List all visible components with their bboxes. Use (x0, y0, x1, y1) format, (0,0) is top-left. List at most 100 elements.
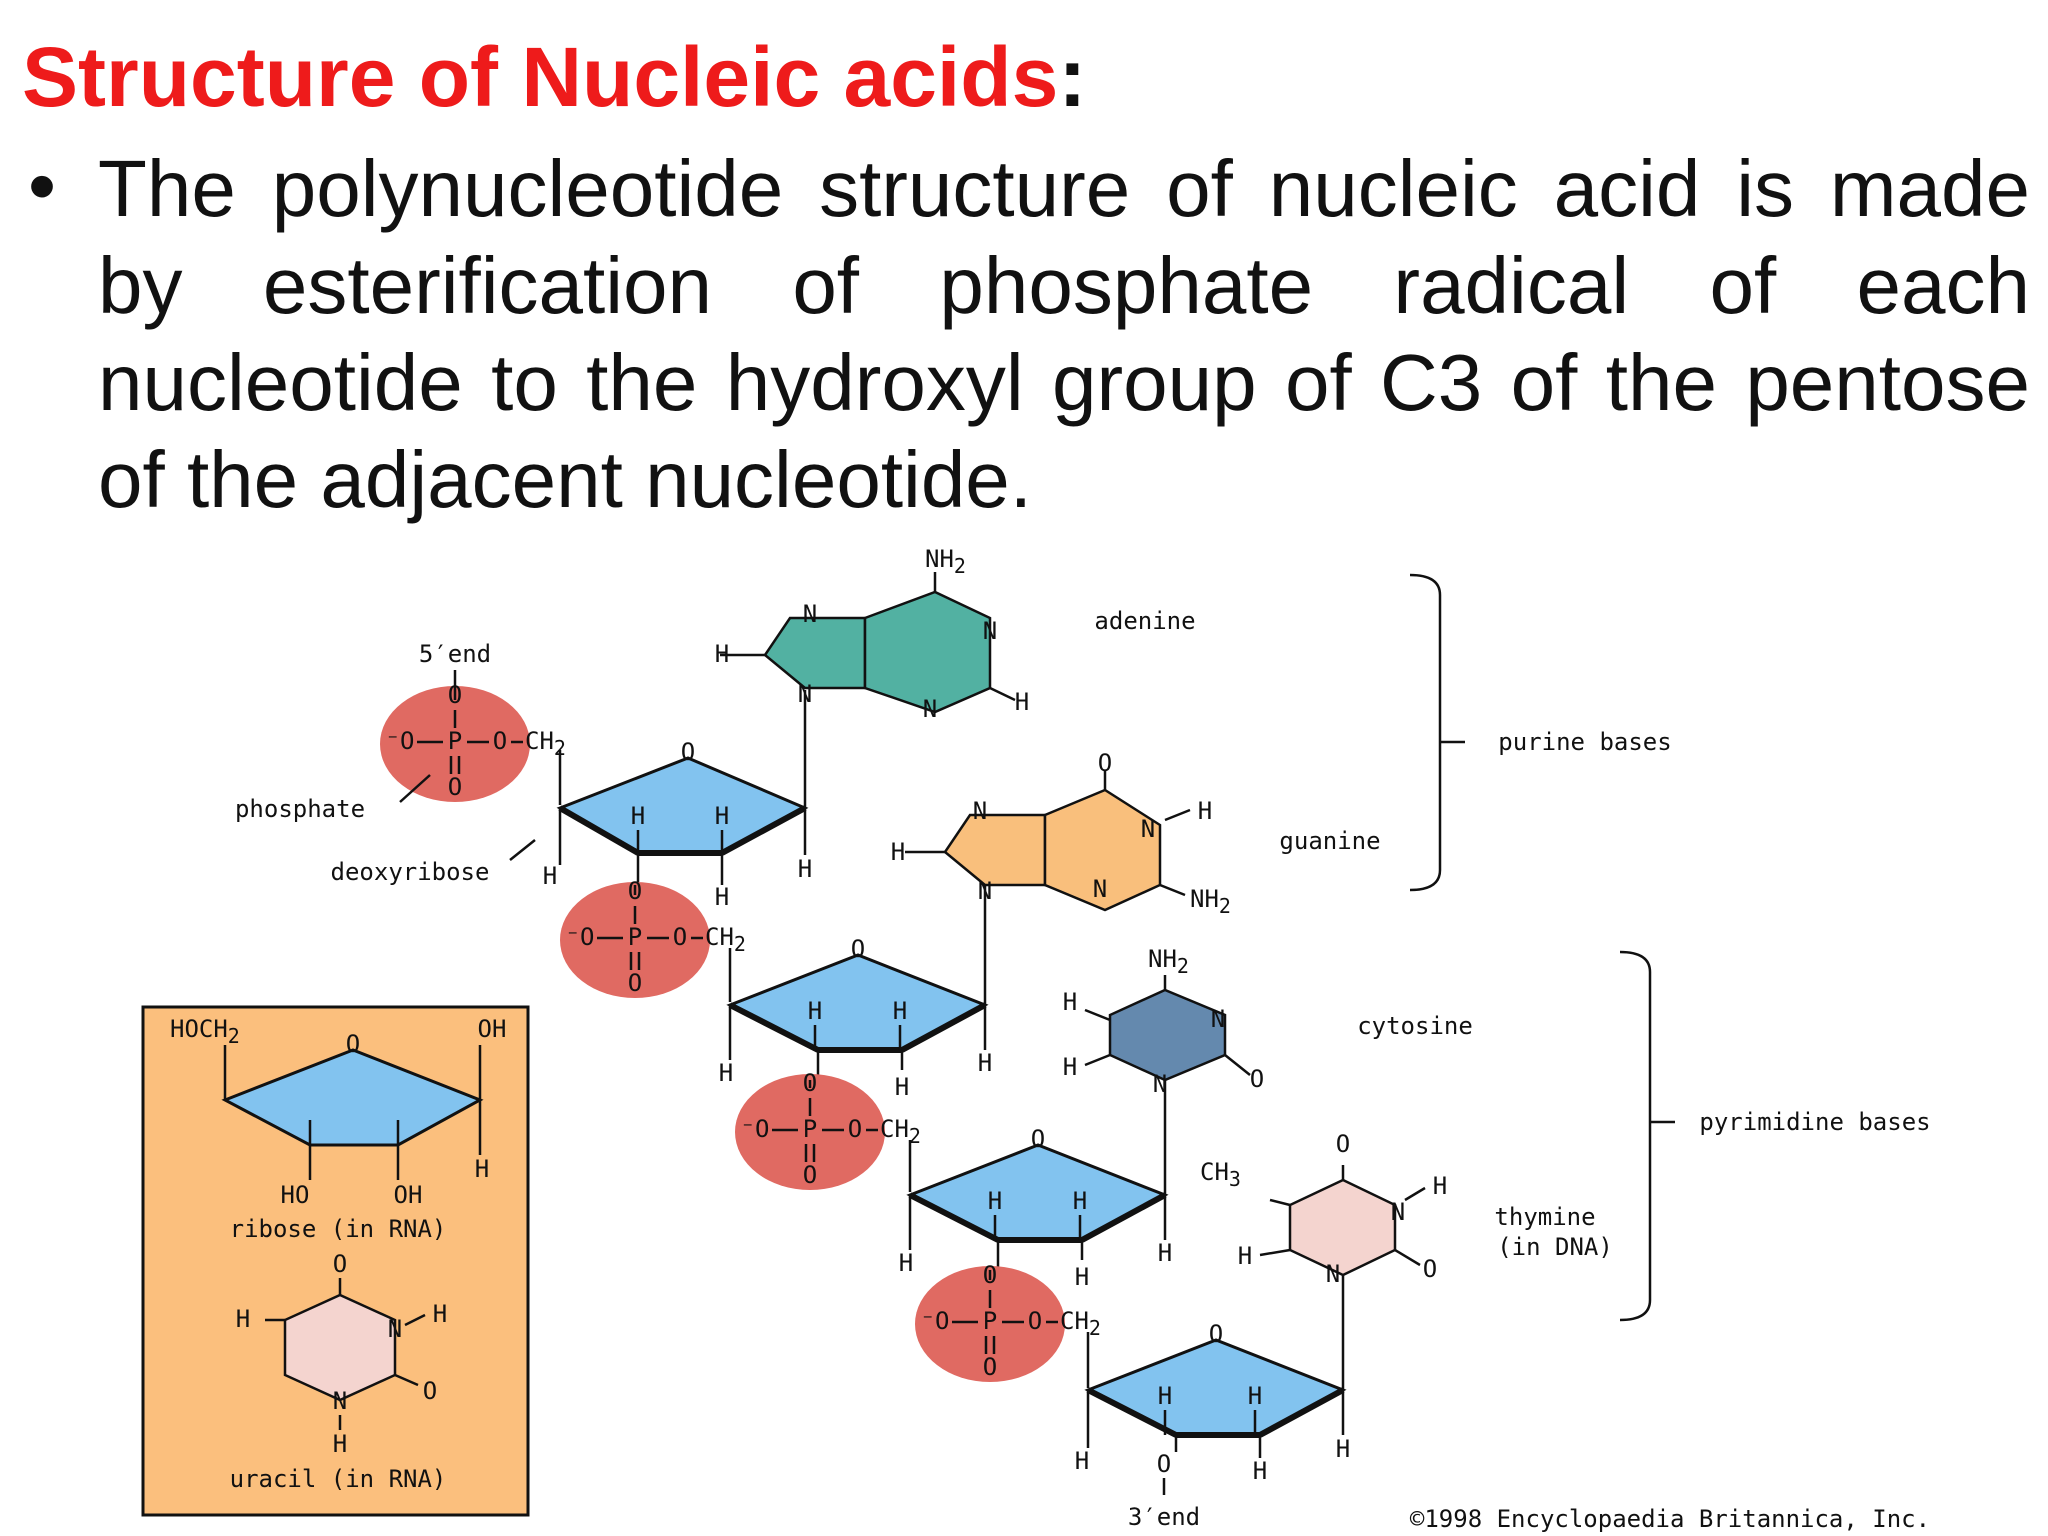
hydrogen-atom: H (978, 1049, 992, 1077)
bond-line (1084, 1008, 1111, 1022)
phosphorus-atom: P (983, 1307, 997, 1335)
hydrogen-atom: H (1238, 1242, 1252, 1270)
hydrogen-atom: H (1075, 1447, 1089, 1475)
cytosine-ring (1108, 988, 1227, 1082)
thymine-ring (1288, 1178, 1397, 1277)
bond-line (1269, 1198, 1291, 1207)
adenine-pyrimidine-ring (863, 590, 992, 714)
bond-line (1404, 1186, 1426, 1202)
ring-oxygen-atom: O (1031, 1125, 1045, 1153)
oxygen-atom: O (1098, 749, 1112, 777)
title-colon: : (1058, 30, 1087, 124)
deoxyribose-ring (556, 756, 809, 855)
nitrogen-atom: N (388, 1315, 402, 1343)
phosphorus-atom: P (628, 923, 642, 951)
methyl-group: CH3 (1200, 1158, 1241, 1191)
hydrogen-atom: H (1253, 1457, 1267, 1485)
bullet-icon: • (28, 141, 57, 230)
bold-ring-bond (908, 1192, 1000, 1243)
ribose-ring (221, 1048, 484, 1147)
oxygen-atom: O (628, 969, 642, 997)
hydrogen-atom: H (719, 1059, 733, 1087)
nitrogen-atom: N (1141, 815, 1155, 843)
hydrogen-atom: H (715, 883, 729, 911)
slide-title: Structure of Nucleic acids: (22, 22, 1086, 132)
hydrogen-atom: H (1073, 1187, 1087, 1215)
hydrogen-atom: H (895, 1073, 909, 1101)
bold-ring-bond (1086, 1387, 1178, 1438)
oxygen-atom: O (423, 1377, 437, 1405)
hydrogen-atom: H (1336, 1435, 1350, 1463)
ch2-group: CH2 (1060, 1307, 1101, 1340)
oxygen-atom: O (333, 1250, 347, 1278)
amine-group: NH2 (1190, 885, 1231, 918)
nucleic-acid-diagram: POO⁻OOCH25′endOHHHHHphosphatedeoxyribose… (141, 545, 1931, 1533)
charged-oxygen-atom: ⁻O (566, 923, 595, 951)
hydroxymethyl-group: HOCH2 (170, 1015, 240, 1048)
ring-oxygen-atom: O (851, 935, 865, 963)
oxygen-atom: O (448, 773, 462, 801)
oxygen-atom: O (983, 1353, 997, 1381)
oxygen-atom: O (673, 923, 687, 951)
hydrogen-atom: H (1075, 1263, 1089, 1291)
phosphate-circle (735, 1074, 885, 1190)
adenine-imidazole-ring (763, 616, 867, 690)
nitrogen-atom: N (333, 1387, 347, 1415)
hydroxyl-group: HO (281, 1181, 310, 1209)
ring-oxygen-atom: O (681, 738, 695, 766)
charged-oxygen-atom: ⁻O (921, 1307, 950, 1335)
hydrogen-atom: H (1198, 797, 1212, 825)
ring-oxygen-atom: O (346, 1030, 360, 1058)
bond-line (989, 686, 1016, 702)
hydrogen-atom: H (433, 1300, 447, 1328)
guanine-imidazole-ring (943, 813, 1047, 887)
pyrimidine-bases-label: pyrimidine bases (1699, 1108, 1930, 1136)
hydrogen-atom: H (1063, 988, 1077, 1016)
phosphate-circle (380, 686, 530, 802)
bold-ring-bond (720, 805, 807, 856)
hydrogen-atom: H (1433, 1172, 1447, 1200)
phosphorus-atom: P (803, 1115, 817, 1143)
nitrogen-atom: N (803, 600, 817, 628)
phosphate-circle (915, 1266, 1065, 1382)
three-prime-end-label: 3′end (1128, 1503, 1200, 1531)
ribose-label: ribose (in RNA) (230, 1215, 447, 1243)
oxygen-atom: O (803, 1161, 817, 1189)
hydrogen-atom: H (1248, 1382, 1262, 1410)
nitrogen-atom: N (1093, 875, 1107, 903)
nitrogen-atom: N (1326, 1260, 1340, 1288)
hydroxyl-group: OH (478, 1015, 507, 1043)
hydrogen-atom: H (715, 802, 729, 830)
oxygen-atom: O (493, 727, 507, 755)
amine-group: NH2 (925, 545, 966, 578)
oxygen-atom: O (1028, 1307, 1042, 1335)
hydrogen-atom: H (899, 1249, 913, 1277)
nitrogen-atom: N (923, 695, 937, 723)
phosphorus-atom: P (448, 727, 462, 755)
adenine-label: adenine (1094, 607, 1195, 635)
bullet-text: The polynucleotide structure of nucleic … (98, 144, 2030, 524)
hydrogen-atom: H (631, 802, 645, 830)
ring-oxygen-atom: O (1209, 1320, 1223, 1348)
hydrogen-atom: H (893, 997, 907, 1025)
oxygen-atom: O (1423, 1255, 1437, 1283)
bond-line (1259, 1248, 1291, 1257)
bond-line (1084, 1053, 1111, 1067)
thymine-in-dna-label: (in DNA) (1497, 1233, 1613, 1261)
charged-oxygen-atom: ⁻O (386, 727, 415, 755)
bold-ring-bond (1080, 1192, 1167, 1243)
hydrogen-atom: H (333, 1430, 347, 1458)
hydrogen-atom: H (1158, 1239, 1172, 1267)
oxygen-atom: O (848, 1115, 862, 1143)
bond-line (404, 1313, 426, 1327)
hydroxyl-group: OH (394, 1181, 423, 1209)
bond-line (1224, 1054, 1251, 1076)
title-text: Structure of Nucleic acids (22, 30, 1059, 124)
hydrogen-atom: H (1063, 1053, 1077, 1081)
charged-oxygen-atom: ⁻O (741, 1115, 770, 1143)
nitrogen-atom: N (978, 877, 992, 905)
bold-ring-bond (900, 1002, 987, 1053)
pyrimidine-bracket (1619, 950, 1652, 1322)
copyright-notice: ©1998 Encyclopaedia Britannica, Inc. (1410, 1505, 1930, 1533)
